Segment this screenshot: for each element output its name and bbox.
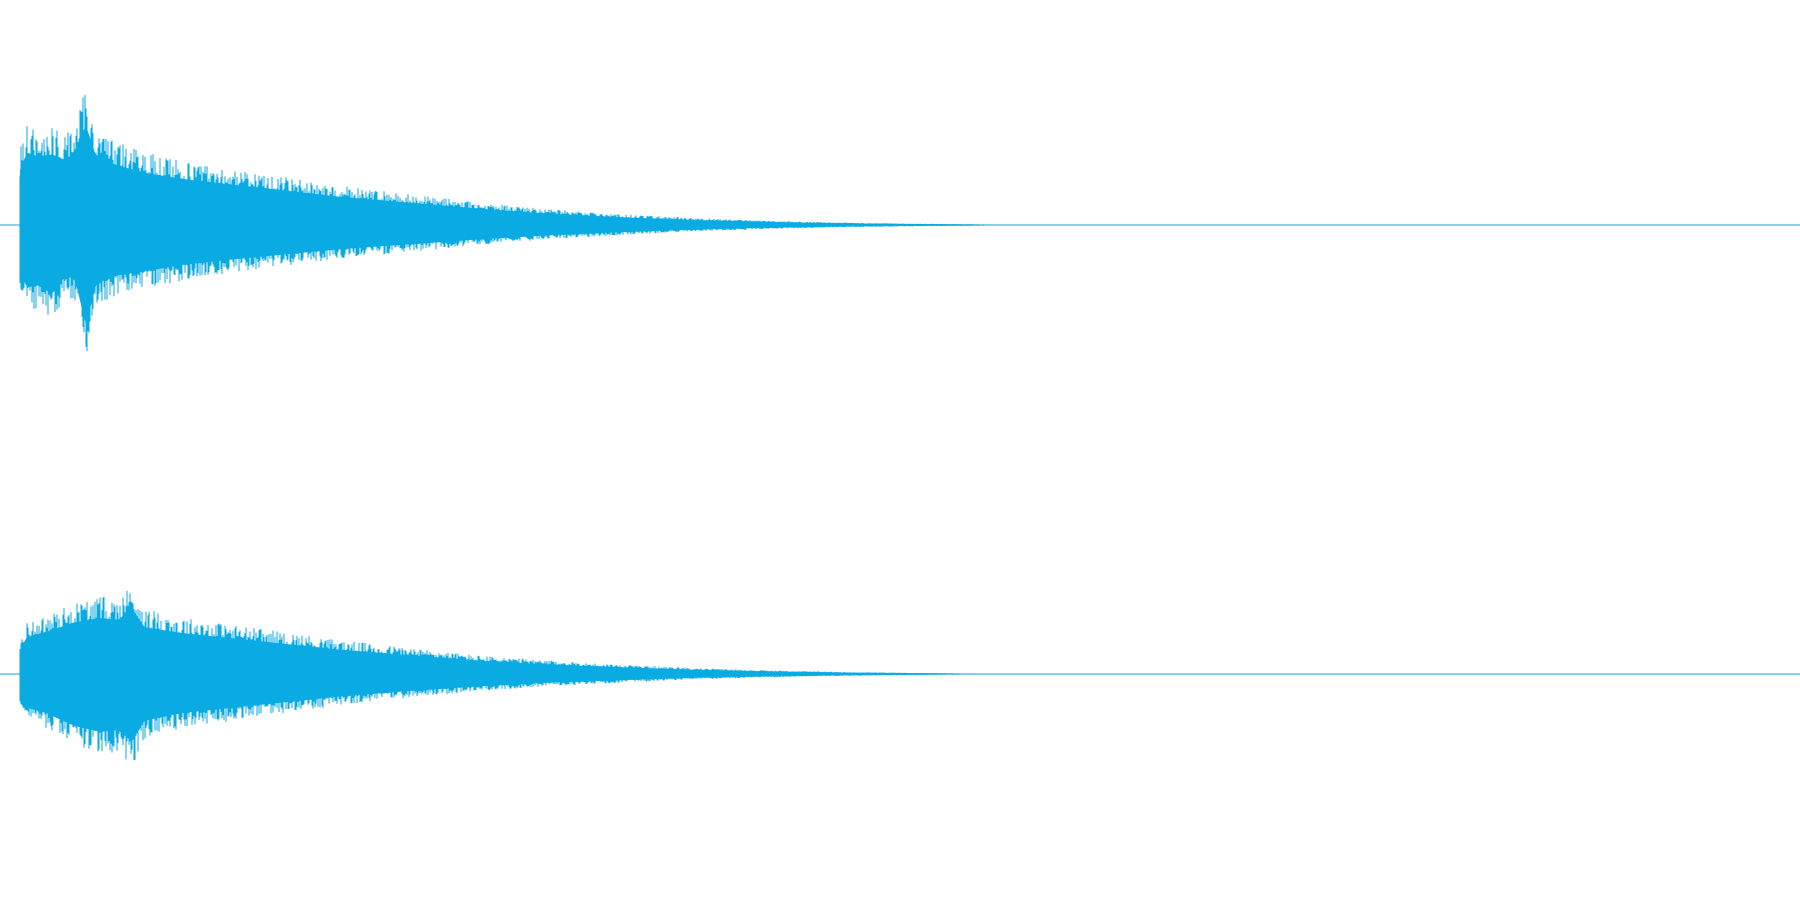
left-channel-waveform — [19, 95, 1054, 352]
left-channel-track — [0, 95, 1800, 352]
right-channel-track — [0, 590, 1800, 761]
right-channel-waveform — [19, 590, 1052, 761]
